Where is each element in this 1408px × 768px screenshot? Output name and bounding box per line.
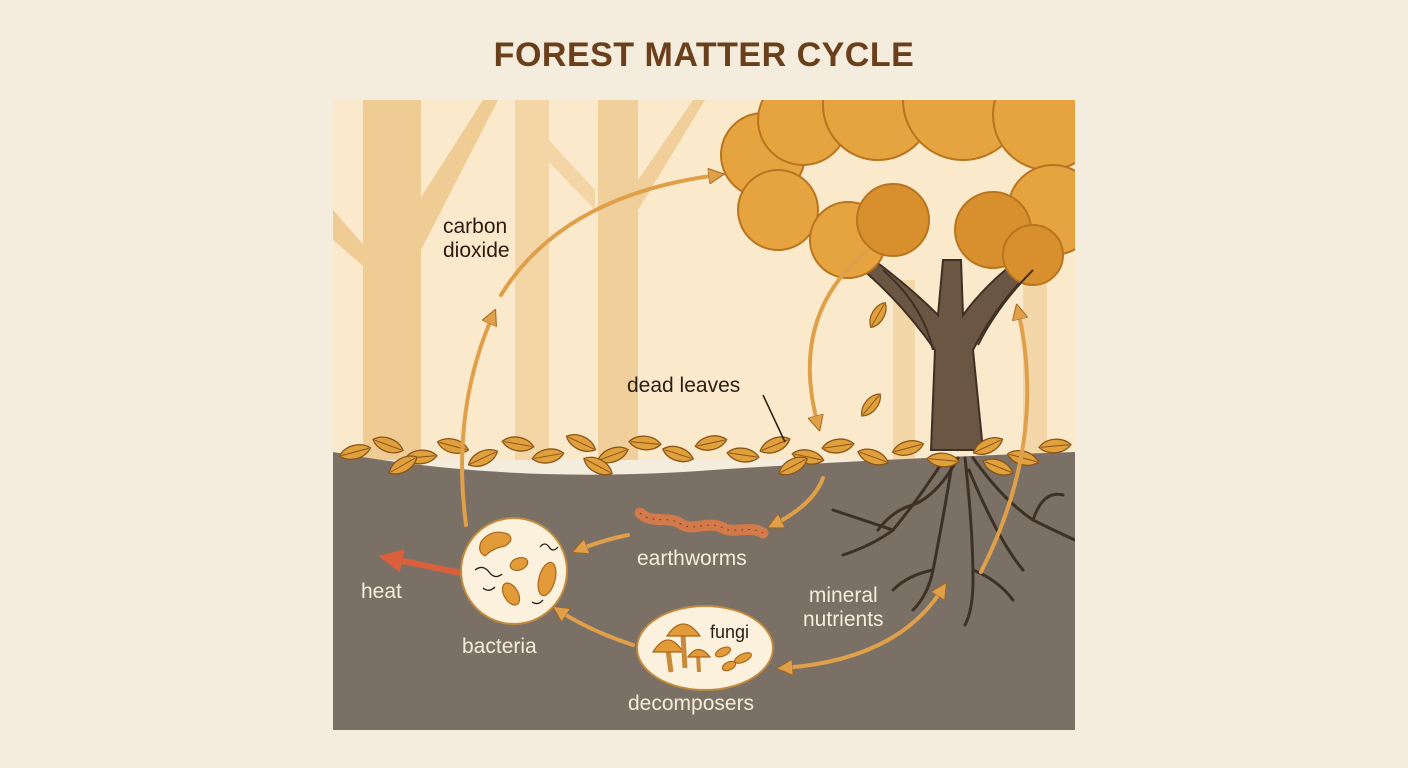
decomposers-bubble	[636, 605, 774, 691]
label-carbon-dioxide: carbon dioxide	[443, 215, 510, 262]
label-dead-leaves: dead leaves	[627, 374, 741, 397]
arrow-mineral-nutrients-to-tree	[979, 310, 1030, 574]
label-earthworms: earthworms	[637, 547, 747, 570]
mushroom-icon	[651, 623, 712, 673]
page-title: FOREST MATTER CYCLE	[493, 36, 915, 74]
label-decomposers: decomposers	[628, 692, 755, 715]
arrow-bacteria-to-carbon-dioxide	[460, 315, 493, 527]
dead-leaves-pointer	[762, 394, 786, 443]
arrow-heat	[378, 549, 462, 576]
arrow-dead-leaves-to-earthworms	[773, 476, 825, 525]
arrow-earthworms-to-bacteria	[578, 533, 630, 550]
bacteria-bubble	[460, 517, 568, 625]
background-trees	[333, 100, 1047, 460]
diagram-illustration	[333, 100, 1075, 730]
arrow-tree-to-dead-leaves	[810, 248, 870, 425]
arrow-decomposers-to-bacteria	[558, 610, 635, 647]
label-bacteria: bacteria	[462, 635, 537, 658]
label-fungi: fungi	[710, 622, 750, 642]
label-mineral-nutrients: mineral nutrients	[803, 584, 884, 631]
label-heat: heat	[361, 580, 402, 603]
diagram-panel: carbon dioxide dead leaves earthworms he…	[333, 100, 1075, 730]
earthworm-segments	[639, 512, 764, 534]
tree	[720, 100, 1075, 627]
arrow-decomposers-to-mineral-nutrients	[783, 588, 943, 668]
arrow-carbon-dioxide-to-tree	[499, 175, 718, 297]
